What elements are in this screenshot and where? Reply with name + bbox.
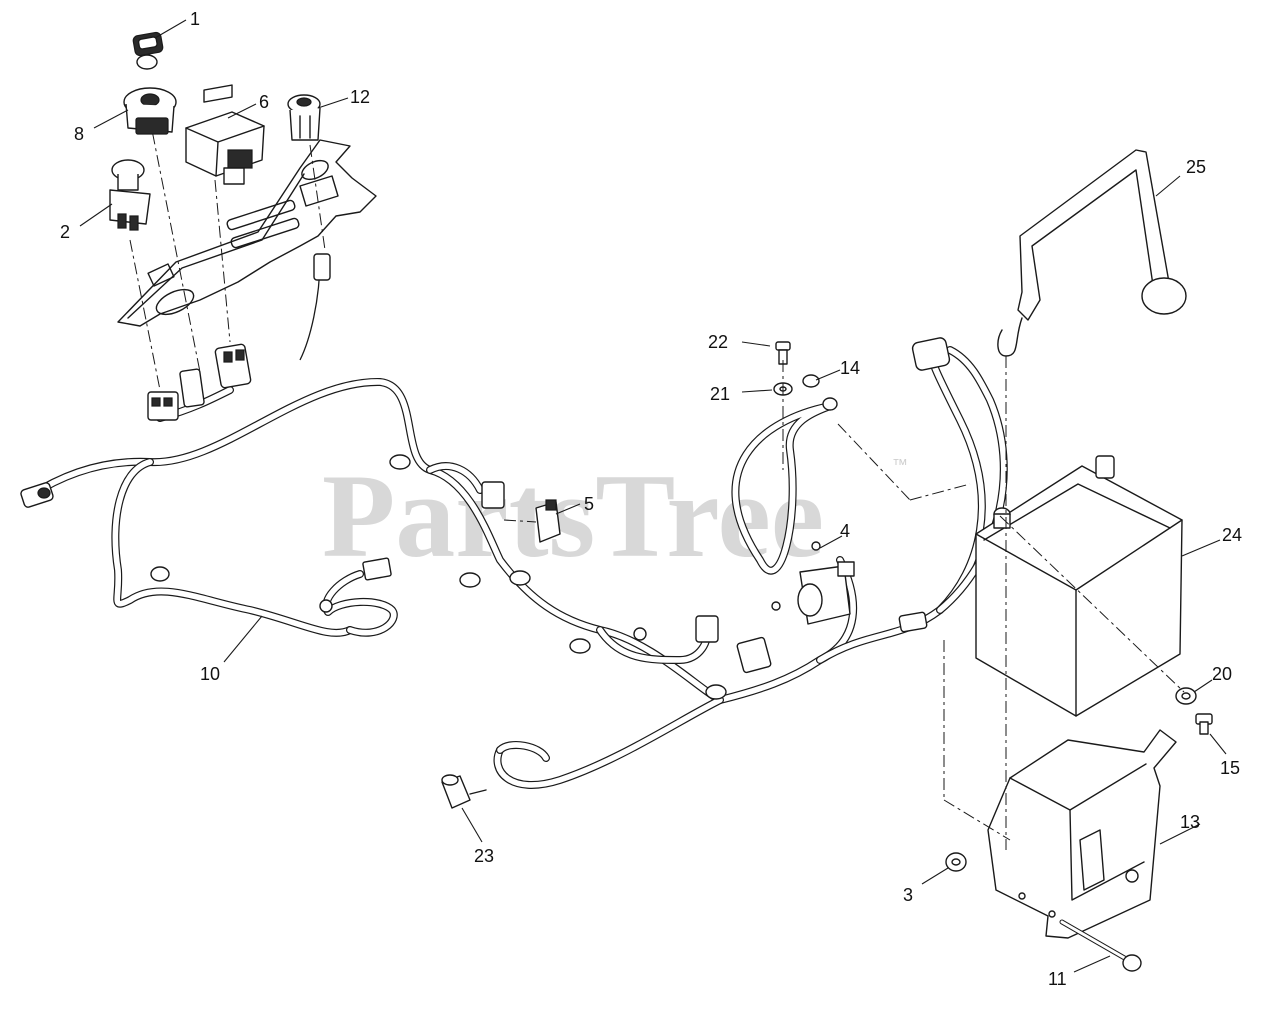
watermark-trademark: ™ — [892, 457, 908, 474]
callout-25: 25 — [1186, 157, 1206, 177]
battery — [975, 455, 1183, 717]
battery-strap — [997, 149, 1187, 357]
starter-solenoid — [771, 541, 855, 625]
hour-meter — [185, 84, 265, 185]
push-switch — [109, 159, 151, 231]
nut-14 — [802, 374, 838, 411]
callout-12: 12 — [350, 87, 370, 107]
ignition-key — [132, 31, 164, 70]
callout-labels: 1 2 3 4 5 6 8 10 11 12 13 14 15 20 21 22… — [60, 9, 1242, 989]
harness-connectors — [20, 253, 951, 700]
callout-10: 10 — [200, 664, 220, 684]
bolt-15 — [1195, 713, 1213, 735]
leader-lines — [79, 19, 1227, 973]
seat-switch — [441, 774, 487, 809]
callout-23: 23 — [474, 846, 494, 866]
ignition-switch — [123, 87, 177, 135]
washer-20 — [1175, 687, 1197, 705]
assembly-lines-panel — [129, 109, 326, 391]
callout-21: 21 — [710, 384, 730, 404]
callout-14: 14 — [840, 358, 860, 378]
pto-switch — [287, 94, 321, 141]
callout-4: 4 — [840, 521, 850, 541]
callout-1: 1 — [190, 9, 200, 29]
nut-3 — [945, 852, 967, 872]
callout-13: 13 — [1180, 812, 1200, 832]
assembly-lines-right — [837, 356, 1185, 850]
battery-tray — [987, 729, 1177, 939]
callout-3: 3 — [903, 885, 913, 905]
callout-2: 2 — [60, 222, 70, 242]
callout-22: 22 — [708, 332, 728, 352]
callout-6: 6 — [259, 92, 269, 112]
callout-11: 11 — [1048, 969, 1067, 989]
callout-15: 15 — [1220, 758, 1240, 778]
callout-20: 20 — [1212, 664, 1232, 684]
relay — [503, 499, 561, 543]
callout-5: 5 — [584, 494, 594, 514]
callout-24: 24 — [1222, 525, 1242, 545]
bolt-11 — [1059, 919, 1142, 972]
callout-8: 8 — [74, 124, 84, 144]
